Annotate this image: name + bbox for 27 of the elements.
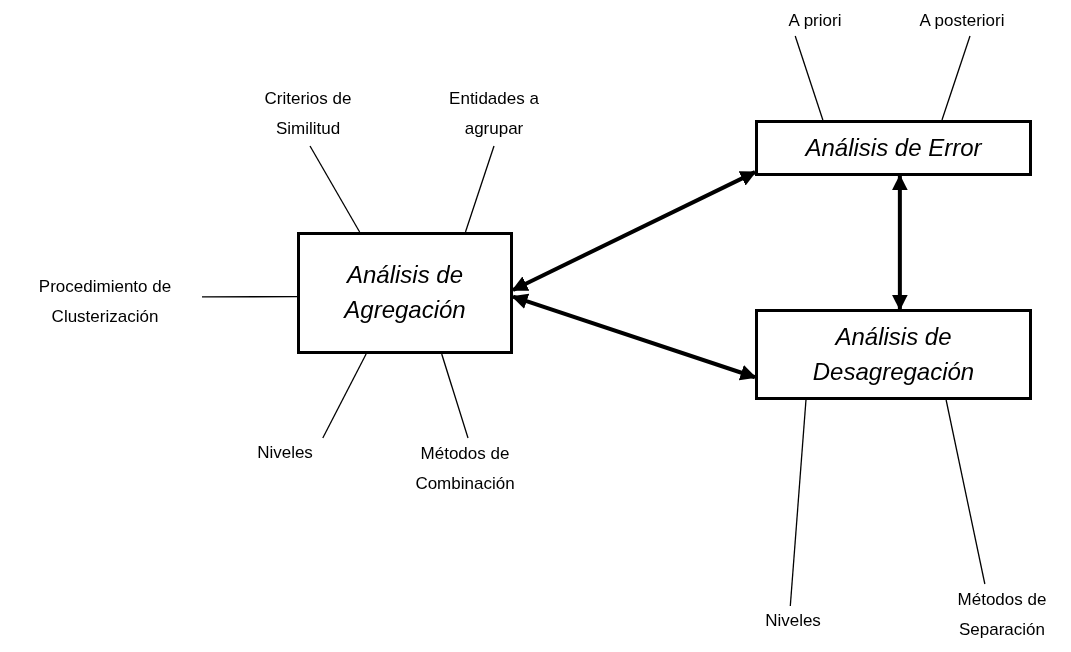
aspect-label: A priori: [772, 6, 858, 36]
leader-line: [789, 399, 807, 607]
leader-line: [945, 399, 986, 585]
aspect-label: Entidades a agrupar: [432, 82, 556, 146]
leader-line: [941, 35, 971, 121]
process-box: [755, 120, 1032, 176]
aspect-label: Niveles: [240, 438, 330, 468]
aspect-label: Niveles: [748, 606, 838, 636]
double-arrow: [891, 174, 908, 311]
process-title: Análisis de Desagregación: [811, 321, 976, 387]
leader-line: [322, 353, 367, 439]
leader-line: [201, 296, 298, 298]
process-box: [297, 232, 513, 354]
double-arrow: [511, 293, 757, 381]
aspect-label: Métodos de Combinación: [405, 438, 525, 500]
leader-line: [794, 35, 824, 121]
leader-line: [309, 145, 361, 233]
leader-line: [441, 353, 469, 439]
process-title: Análisis de Error: [805, 132, 982, 163]
double-arrow: [511, 170, 757, 292]
aspect-label: Criterios de Similitud: [245, 82, 371, 146]
aspect-label: A posteriori: [908, 6, 1016, 36]
process-title: Análisis de Agregación: [342, 260, 467, 325]
aspect-label: Procedimiento de Clusterización: [8, 270, 202, 334]
leader-line: [464, 145, 495, 233]
process-box: [755, 309, 1032, 400]
aspect-label: Métodos de Separación: [936, 584, 1068, 646]
